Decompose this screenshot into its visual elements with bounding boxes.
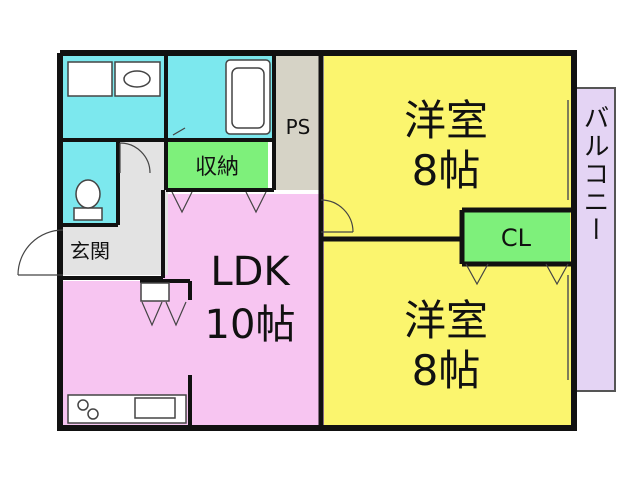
refrigerator-space — [140, 282, 170, 302]
western-room-1-size: 8帖 — [412, 146, 481, 195]
ldk-name: LDK — [210, 249, 291, 295]
pipe-space-floor — [274, 56, 322, 190]
storage-label: 収納 — [195, 155, 239, 180]
closet-label: CL — [501, 224, 532, 252]
western-room-2-name: 洋室 — [404, 296, 488, 345]
washroom-fixtures — [67, 61, 161, 97]
door-swings — [17, 127, 569, 327]
toilet-icon — [73, 179, 103, 221]
western-room-2-size: 8帖 — [412, 346, 481, 395]
balcony-label: バルコニー — [579, 104, 609, 244]
ldk-size: 10帖 — [205, 302, 296, 348]
pipe-space-label: PS — [286, 115, 311, 139]
walls — [57, 50, 577, 431]
entrance-floor — [63, 225, 119, 275]
closet-floor — [462, 211, 570, 263]
western-room-1-name: 洋室 — [404, 96, 488, 145]
storage-floor — [167, 142, 268, 188]
entrance-label: 玄関 — [70, 239, 110, 263]
western-room-2-floor — [324, 239, 571, 425]
hallway-floor — [118, 140, 168, 275]
kitchen-counter — [67, 394, 187, 424]
bathtub-icon — [225, 59, 271, 135]
